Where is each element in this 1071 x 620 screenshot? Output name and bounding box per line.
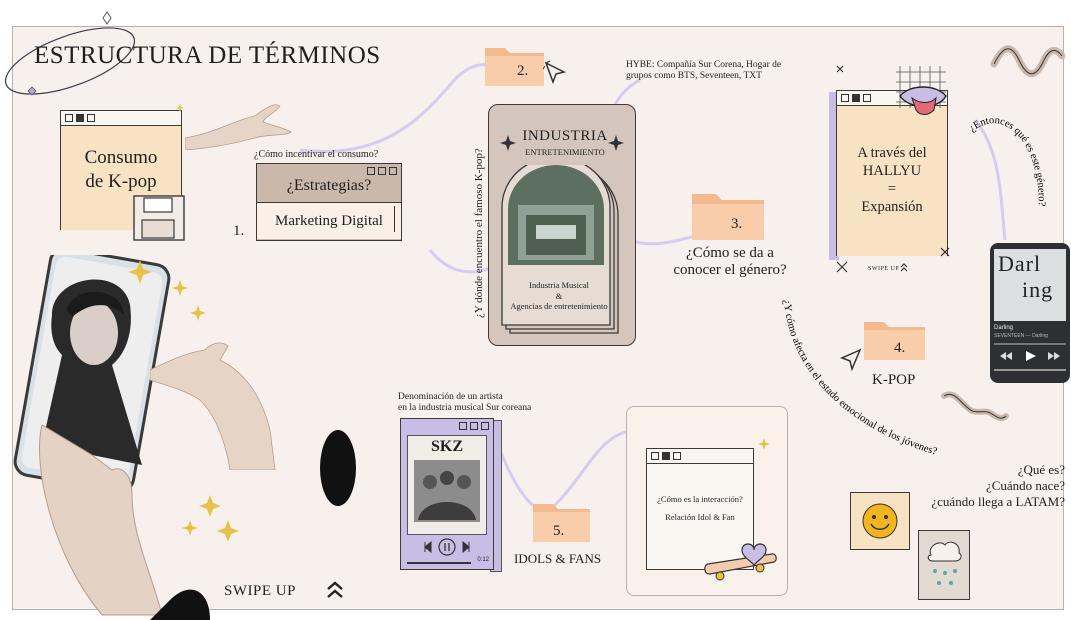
portrait-image: [42, 279, 142, 465]
squiggle-decoration: [941, 391, 1009, 422]
question-item: ¿cuándo llega a LATAM?: [931, 494, 1065, 509]
darling-word2: ing: [1022, 277, 1054, 302]
consumo-line1: Consumo: [84, 147, 158, 168]
question-list: ¿Qué es? ¿Cuándo nace? ¿cuándo llega a L…: [900, 462, 1065, 510]
window-controls: [647, 449, 753, 464]
decorative-blob: [150, 430, 356, 620]
industria-amp: &: [555, 290, 563, 301]
group-photo: [414, 460, 480, 522]
step5-number: 5.: [553, 523, 565, 539]
industria-subtitle: ENTRETENIMIENTO: [525, 147, 605, 157]
step2-number: 2.: [517, 63, 529, 79]
hand-image: [185, 104, 292, 150]
skz-window: SKZ 0:12: [400, 418, 494, 570]
step3-line1: ¿Cómo se da a: [686, 245, 774, 261]
hybe-note: HYBE: Compañía Sur Corena, Hogar de grup…: [626, 60, 782, 81]
cursor-icon: [543, 60, 567, 85]
squiggle-decoration: [990, 45, 1065, 78]
sparkle-icon: [176, 104, 184, 112]
skz-time: 0:12: [477, 557, 489, 563]
curved-question-2-text: ¿Y cómo afecta en el estado emocional de…: [781, 299, 939, 457]
curved-question-2: ¿Y cómo afecta en el estado emocional de…: [781, 299, 939, 457]
smiley-icon: [862, 503, 898, 539]
step1-number: 1.: [233, 223, 245, 239]
industria-title: INDUSTRIA: [522, 128, 608, 144]
hallyu-window: A través del HALLYU = Expansión: [836, 90, 948, 256]
media-controls[interactable]: [998, 349, 1062, 363]
question-item: ¿Cuándo nace?: [985, 478, 1065, 493]
strategies-window: ¿Estrategias? Marketing Digital: [256, 163, 402, 241]
step3-number: 3.: [731, 216, 743, 232]
arch-photo-frame: [501, 165, 619, 334]
folder-icon[interactable]: [690, 188, 766, 242]
sparkle-group: [128, 260, 239, 542]
skz-logo: SKZ: [430, 438, 463, 455]
darling-track: Darling: [994, 325, 1014, 331]
title-oval: [4, 11, 136, 96]
step4-label: K-POP: [872, 372, 916, 388]
rain-cloud-icon: [927, 541, 962, 585]
darling-word1: Darl: [998, 251, 1042, 276]
window-controls: [401, 419, 493, 433]
industria-line1: Industria Musical: [529, 280, 589, 290]
curved-question-1-text: ¿Entonces qué es este género?: [967, 115, 1047, 207]
step1-question: ¿Cómo incentivar el consumo?: [254, 149, 379, 160]
vertical-question: ¿Y dónde encuentro el famoso K-pop?: [473, 148, 485, 318]
step3-line2: conocer el género?: [673, 262, 787, 278]
window-controls: [61, 111, 181, 126]
industria-desc: Industria Musical & Agencias de entreten…: [500, 280, 618, 312]
smiley-sticker: [850, 492, 910, 550]
interaction-answer: Relación Idol & Fan: [665, 512, 735, 522]
hallyu-line2: HALLYU: [862, 163, 922, 179]
svg-text:¿Entonces qué es este género?: ¿Entonces qué es este género?: [967, 115, 1047, 207]
chevron-double-up-icon[interactable]: [900, 263, 908, 273]
folder-icon[interactable]: [483, 42, 547, 88]
folder-icon[interactable]: [531, 498, 593, 544]
hallyu-line1: A través del: [857, 145, 927, 161]
sparkle-icon: [758, 438, 770, 450]
step3-question: ¿Cómo se da a conocer el género?: [660, 245, 800, 279]
folder-icon[interactable]: [862, 316, 928, 362]
curved-question-1: ¿Entonces qué es este género?: [967, 115, 1047, 207]
chevron-double-up-icon[interactable]: [326, 580, 344, 600]
step4-number: 4.: [894, 340, 906, 356]
page-title: ESTRUCTURA DE TÉRMINOS: [34, 42, 381, 69]
svg-text:¿Y cómo afecta en el estado em: ¿Y cómo afecta en el estado emocional de…: [781, 299, 939, 457]
skz-caption-line1: Denominación de un artista: [398, 392, 503, 402]
industria-line2: Agencias de entretenimiento: [510, 301, 608, 311]
strategy-label: ¿Estrategias?: [286, 177, 372, 194]
step5-label: IDOLS & FANS: [514, 551, 602, 566]
skateboard-heart-sticker: [704, 543, 777, 581]
pointing-hand-image: [150, 342, 276, 470]
skz-caption-line2: en la industria musical Sur coreana: [398, 403, 532, 413]
floppy-disk-icon: [133, 195, 185, 241]
cursor-icon: [840, 348, 862, 372]
grid-lips-sticker: [896, 66, 947, 115]
lavender-strip: [829, 92, 839, 260]
interaction-question: ¿Cómo es la interacción?: [657, 494, 743, 504]
star-marks: [836, 65, 950, 273]
interaction-window: ¿Cómo es la interacción? Relación Idol &…: [646, 448, 754, 570]
question-item: ¿Qué es?: [1017, 462, 1065, 477]
swipe-up-label[interactable]: SWIPE UP: [224, 583, 296, 599]
skz-caption: Denominación de un artista en la industr…: [398, 392, 531, 414]
rain-sticker: [918, 530, 970, 600]
media-controls[interactable]: [415, 537, 479, 557]
marketing-label: Marketing Digital: [257, 202, 401, 239]
sparkle-pair: [500, 135, 624, 151]
window-controls: [837, 91, 947, 106]
hallyu-eq: =: [887, 181, 897, 197]
consumo-line2: de K-pop: [85, 171, 157, 192]
darling-artist: SEVENTEEN — Darling: [994, 333, 1048, 339]
hallyu-line3: Expansión: [861, 199, 923, 215]
darling-player[interactable]: Darl ing Darling SEVENTEEN — Darling: [990, 243, 1070, 383]
window-controls: [257, 164, 401, 177]
hallyu-swipe-label[interactable]: SWIPE UP: [868, 266, 900, 272]
